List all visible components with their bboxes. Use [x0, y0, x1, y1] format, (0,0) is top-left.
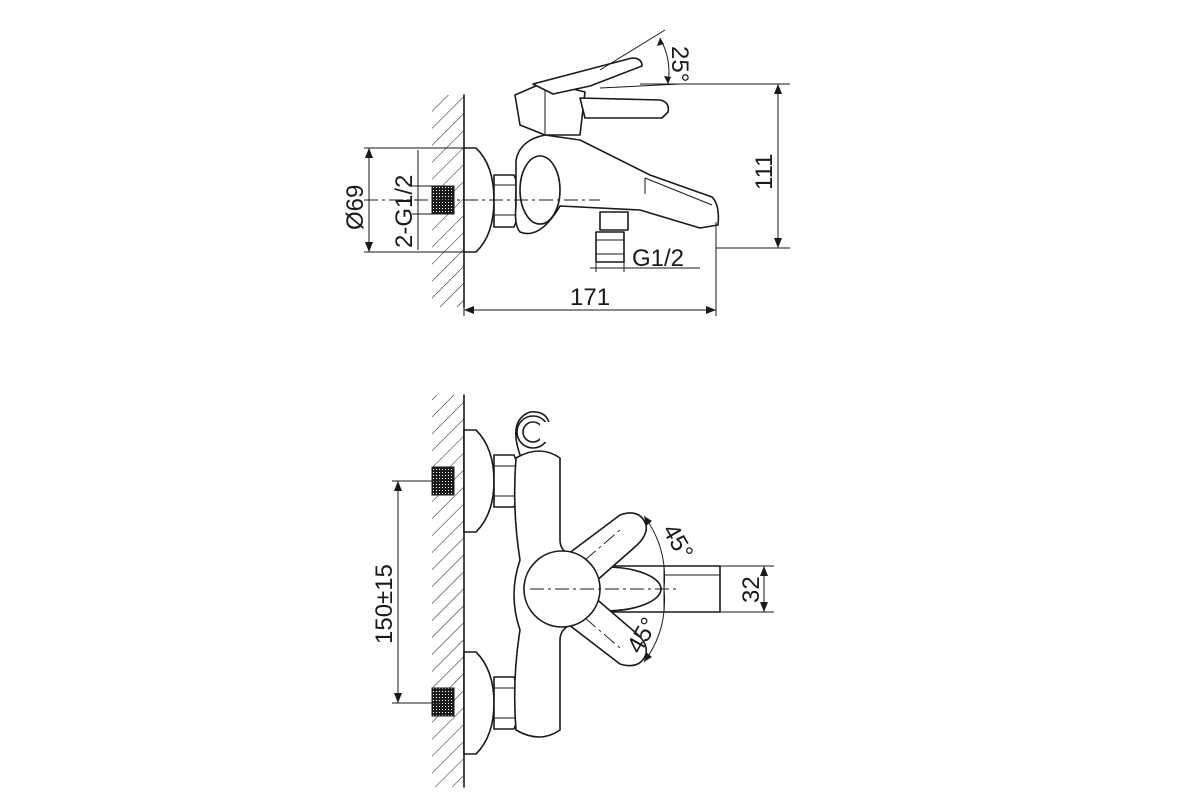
dimension-height-111: 111 — [640, 83, 790, 249]
nut-upper — [493, 454, 517, 508]
dimension-angle-25: 25° — [599, 29, 693, 89]
nut-lower — [493, 676, 517, 730]
escutcheon-lower — [463, 651, 495, 755]
wall-front — [432, 394, 465, 788]
front-view: 45° 45° 150±15 32 — [371, 394, 774, 788]
dimension-spout-32: 32 — [720, 565, 774, 613]
lever-upper-side — [532, 57, 643, 95]
side-view: 25° 111 Ø69 2-G1/2 — [342, 29, 790, 316]
thread-g12-label: 2-G1/2 — [391, 175, 418, 248]
angle-25-label: 25° — [666, 46, 693, 82]
spacing-150-label: 150±15 — [371, 564, 398, 644]
dimension-outlet-g12: G1/2 — [590, 245, 700, 272]
spout-32-label: 32 — [738, 576, 765, 603]
mixer-body-side — [514, 134, 720, 235]
lever-lower-side — [579, 97, 670, 119]
height-111-label: 111 — [751, 154, 778, 190]
dimension-spacing-150: 150±15 — [371, 480, 440, 704]
outlet-connector-side — [599, 211, 629, 231]
escutcheon-upper — [463, 429, 495, 533]
nut-side — [493, 174, 517, 228]
outlet-g12-label: G1/2 — [632, 245, 684, 272]
inlet-thread-lower — [431, 687, 455, 717]
dimension-thread-g12: 2-G1/2 — [391, 150, 440, 250]
length-171-label: 171 — [570, 284, 610, 311]
dimension-diameter-69: Ø69 — [342, 147, 476, 253]
dimension-length-171: 171 — [463, 222, 717, 316]
diameter-69-label: Ø69 — [342, 185, 369, 230]
